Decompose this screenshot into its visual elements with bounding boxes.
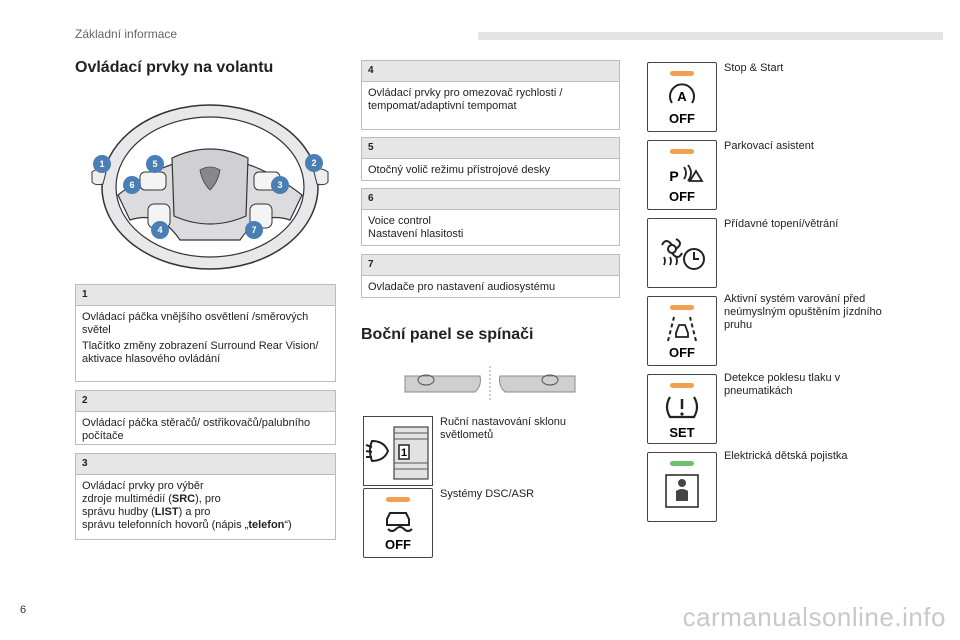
- info-box-4: 4 Ovládací prvky pro omezovač rychlosti …: [361, 60, 620, 130]
- svg-text:OFF: OFF: [385, 537, 411, 552]
- stop-start-icon: A OFF: [669, 83, 695, 126]
- badge-7: 7: [245, 221, 263, 239]
- lane-departure-switch: OFF: [647, 296, 717, 366]
- heater-switch: [647, 218, 717, 288]
- child-lock-switch: [647, 452, 717, 522]
- svg-text:SET: SET: [669, 425, 694, 440]
- badge-1: 1: [93, 155, 111, 173]
- svg-text:OFF: OFF: [669, 111, 695, 126]
- info-box-2: 2 Ovládací páčka stěračů/ ostřikovačů/pa…: [75, 390, 336, 445]
- badge-2: 2: [305, 154, 323, 172]
- indicator-lamp: [670, 383, 694, 388]
- headlamp-leveling-label: Ruční nastavování sklonu světlometů: [440, 416, 566, 441]
- svg-text:1: 1: [99, 159, 104, 169]
- lane-departure-label: Aktivní systém varování před neúmyslným …: [724, 293, 882, 331]
- svg-text:3: 3: [277, 180, 282, 190]
- svg-text:P: P: [669, 168, 678, 184]
- park-assist-label: Parkovací asistent: [724, 140, 814, 152]
- stop-start-switch: A OFF: [647, 62, 717, 132]
- heater-label: Přídavné topení/větrání: [724, 218, 839, 230]
- svg-text:7: 7: [251, 225, 256, 235]
- park-assist-icon: P OFF: [669, 164, 704, 204]
- info-box-3: 3 Ovládací prvky pro výběr zdroje multim…: [75, 453, 336, 540]
- svg-text:A: A: [677, 89, 687, 104]
- svg-text:OFF: OFF: [669, 345, 695, 360]
- svg-text:OFF: OFF: [669, 189, 695, 204]
- badge-5: 5: [146, 155, 164, 173]
- svg-text:1: 1: [401, 447, 407, 459]
- info-box-6: 6 Voice control Nastavení hlasitosti: [361, 188, 620, 246]
- badge-6: 6: [123, 176, 141, 194]
- dsc-off-icon: OFF: [385, 512, 413, 552]
- child-lock-label: Elektrická dětská pojistka: [724, 450, 848, 462]
- tyre-pressure-icon: SET: [665, 396, 699, 440]
- stop-start-label: Stop & Start: [724, 62, 784, 74]
- section-title-steering: Ovládací prvky na volantu: [75, 59, 274, 76]
- page-number: 6: [20, 604, 27, 616]
- tyre-pressure-label: Detekce poklesu tlaku v pneumatikách: [724, 372, 841, 397]
- indicator-lamp: [670, 461, 694, 466]
- side-panel-illustration: [400, 364, 580, 404]
- info-box-7: 7 Ovladače pro nastavení audiosystému: [361, 254, 620, 298]
- section-title-side-panel: Boční panel se spínači: [361, 326, 534, 343]
- indicator-lamp: [386, 497, 410, 502]
- heater-timer-icon: [661, 238, 705, 270]
- svg-text:6: 6: [129, 180, 134, 190]
- tyre-pressure-switch: SET: [647, 374, 717, 444]
- park-assist-switch: P OFF: [647, 140, 717, 210]
- indicator-lamp: [670, 149, 694, 154]
- svg-text:4: 4: [157, 225, 162, 235]
- headlamp-leveling-icon: 1: [363, 416, 433, 486]
- dsc-off-switch: OFF: [363, 488, 433, 558]
- indicator-lamp: [670, 71, 694, 76]
- info-box-1: 1 Ovládací páčka vnějšího osvětlení /smě…: [75, 284, 336, 382]
- section-header: Základní informace: [75, 27, 178, 41]
- indicator-lamp: [670, 305, 694, 310]
- svg-text:5: 5: [152, 159, 157, 169]
- lane-departure-icon: OFF: [667, 316, 697, 360]
- info-box-5: 5 Otočný volič režimu přístrojové desky: [361, 137, 620, 181]
- badge-3: 3: [271, 176, 289, 194]
- svg-text:2: 2: [311, 158, 316, 168]
- watermark: carmanualsonline.info: [682, 602, 946, 632]
- wheel-badges: 1 5 6 2 3 4 7: [93, 154, 323, 239]
- badge-4: 4: [151, 221, 169, 239]
- header-bar: [478, 32, 943, 40]
- dsc-label: Systémy DSC/ASR: [440, 488, 535, 500]
- child-lock-icon: [665, 474, 699, 508]
